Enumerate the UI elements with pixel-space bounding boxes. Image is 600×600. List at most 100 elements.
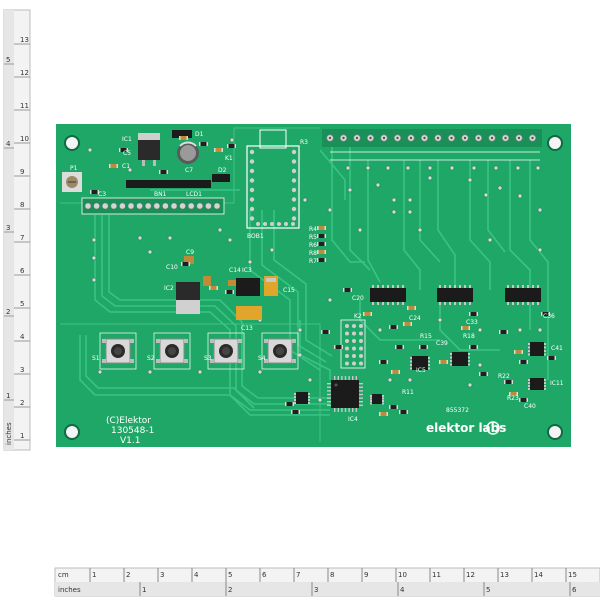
smd-component bbox=[391, 370, 400, 374]
smd-component bbox=[317, 258, 326, 262]
label-c24: C24 bbox=[409, 315, 421, 322]
push-button bbox=[153, 332, 191, 370]
via bbox=[127, 167, 133, 173]
smd-component bbox=[461, 326, 470, 330]
lcd-header bbox=[81, 197, 225, 215]
via bbox=[345, 165, 351, 171]
bob-pin bbox=[291, 178, 297, 183]
label-r5: R5 bbox=[309, 234, 317, 241]
bob-pin bbox=[291, 197, 297, 202]
label-c7: C7 bbox=[185, 167, 193, 174]
label-r8: R8 bbox=[309, 250, 317, 257]
ruler-cm-tick-label: 2 bbox=[126, 571, 130, 579]
via bbox=[515, 165, 521, 171]
copyright-text: (C)Elektor bbox=[106, 416, 151, 426]
lcd-pin bbox=[144, 202, 152, 210]
push-button bbox=[207, 332, 245, 370]
via bbox=[517, 327, 523, 333]
via bbox=[269, 247, 275, 253]
smd-component bbox=[509, 392, 518, 396]
soic-chip bbox=[437, 285, 473, 305]
p1-potentiometer bbox=[62, 172, 82, 192]
bob-pin bbox=[291, 149, 297, 155]
smd-component bbox=[541, 312, 550, 316]
ic2-regulator bbox=[176, 256, 211, 314]
left-ruler-inches-label: inches bbox=[5, 422, 13, 445]
ic3-chip bbox=[228, 278, 260, 296]
bob-pin bbox=[284, 222, 288, 226]
bob-pin bbox=[263, 222, 267, 226]
bn1-connector bbox=[126, 180, 211, 188]
label-bn1: BN1 bbox=[154, 191, 167, 198]
label-ic4: IC4 bbox=[348, 416, 358, 423]
k2-pin bbox=[359, 361, 363, 366]
smd-component bbox=[363, 312, 372, 316]
ruler-cm-tick-label: 13 bbox=[20, 36, 29, 44]
ruler-cm-tick-label: 2 bbox=[20, 399, 24, 407]
via bbox=[517, 193, 523, 199]
ruler-cm-tick-label: 14 bbox=[534, 571, 543, 579]
via bbox=[197, 369, 203, 375]
k2-pin bbox=[352, 339, 356, 343]
k2-pin bbox=[359, 339, 363, 343]
smd-component bbox=[181, 262, 190, 266]
smd-component bbox=[109, 164, 118, 168]
ruler-inch-tick-label: 5 bbox=[486, 586, 490, 594]
bob-pin bbox=[277, 222, 281, 226]
k2-pin bbox=[345, 361, 349, 366]
ruler-inch-tick-label: 5 bbox=[6, 56, 10, 64]
silkscreen-labels: IC1 D1 C5 C1 C7 D2 K1 P1 C3 BN1 LCD1 BOB… bbox=[70, 131, 564, 423]
via bbox=[91, 255, 97, 261]
ruler-inch-tick-label: 4 bbox=[400, 586, 405, 594]
small-chip bbox=[294, 392, 310, 404]
bob-pin bbox=[256, 222, 260, 226]
via bbox=[147, 249, 153, 255]
via bbox=[375, 182, 381, 188]
lcd-pin bbox=[119, 202, 126, 210]
bob-pin bbox=[291, 216, 297, 221]
ruler-cm-tick-label: 3 bbox=[20, 366, 24, 374]
via bbox=[217, 227, 223, 233]
d1-diode bbox=[172, 130, 192, 138]
ruler-cm-tick-label: 7 bbox=[20, 234, 24, 242]
ruler-cm-tick-label: 8 bbox=[330, 571, 334, 579]
lcd-pin bbox=[84, 202, 92, 210]
lcd-pin bbox=[205, 202, 212, 210]
via bbox=[487, 237, 493, 243]
smd-component bbox=[90, 190, 99, 194]
ruler-inch-tick-label: 2 bbox=[6, 308, 10, 316]
label-ic2: IC2 bbox=[164, 285, 174, 292]
via bbox=[227, 237, 233, 243]
label-r22: R22 bbox=[498, 373, 510, 380]
ruler-cm-tick-label: 12 bbox=[466, 571, 475, 579]
via bbox=[137, 235, 143, 241]
via bbox=[537, 207, 543, 213]
label-c13: C13 bbox=[241, 325, 253, 332]
ruler-inches-label: inches bbox=[58, 586, 81, 594]
bob-pin bbox=[249, 159, 255, 164]
smd-component bbox=[399, 410, 408, 414]
smd-component bbox=[547, 356, 556, 360]
smd-component bbox=[419, 345, 428, 349]
lcd-pin bbox=[187, 202, 195, 210]
small-chip bbox=[528, 378, 546, 390]
ruler-cm-tick-label: 11 bbox=[432, 571, 441, 579]
smd-component bbox=[179, 136, 188, 140]
bob-pin bbox=[249, 187, 255, 193]
via bbox=[407, 209, 413, 215]
lcd-pin bbox=[136, 202, 143, 210]
via bbox=[87, 147, 93, 153]
smd-component bbox=[317, 250, 326, 254]
smd-component bbox=[499, 330, 508, 334]
label-c9: C9 bbox=[186, 249, 194, 256]
mounting-hole bbox=[64, 135, 80, 151]
push-button bbox=[261, 332, 299, 370]
bob-pin bbox=[291, 187, 297, 193]
ruler-cm-tick-label: 10 bbox=[398, 571, 407, 579]
k2-pin bbox=[352, 354, 356, 358]
via bbox=[467, 177, 473, 183]
smd-component bbox=[504, 380, 513, 384]
smd-component bbox=[227, 144, 236, 148]
smd-component bbox=[389, 325, 398, 329]
smd-component bbox=[389, 405, 398, 409]
